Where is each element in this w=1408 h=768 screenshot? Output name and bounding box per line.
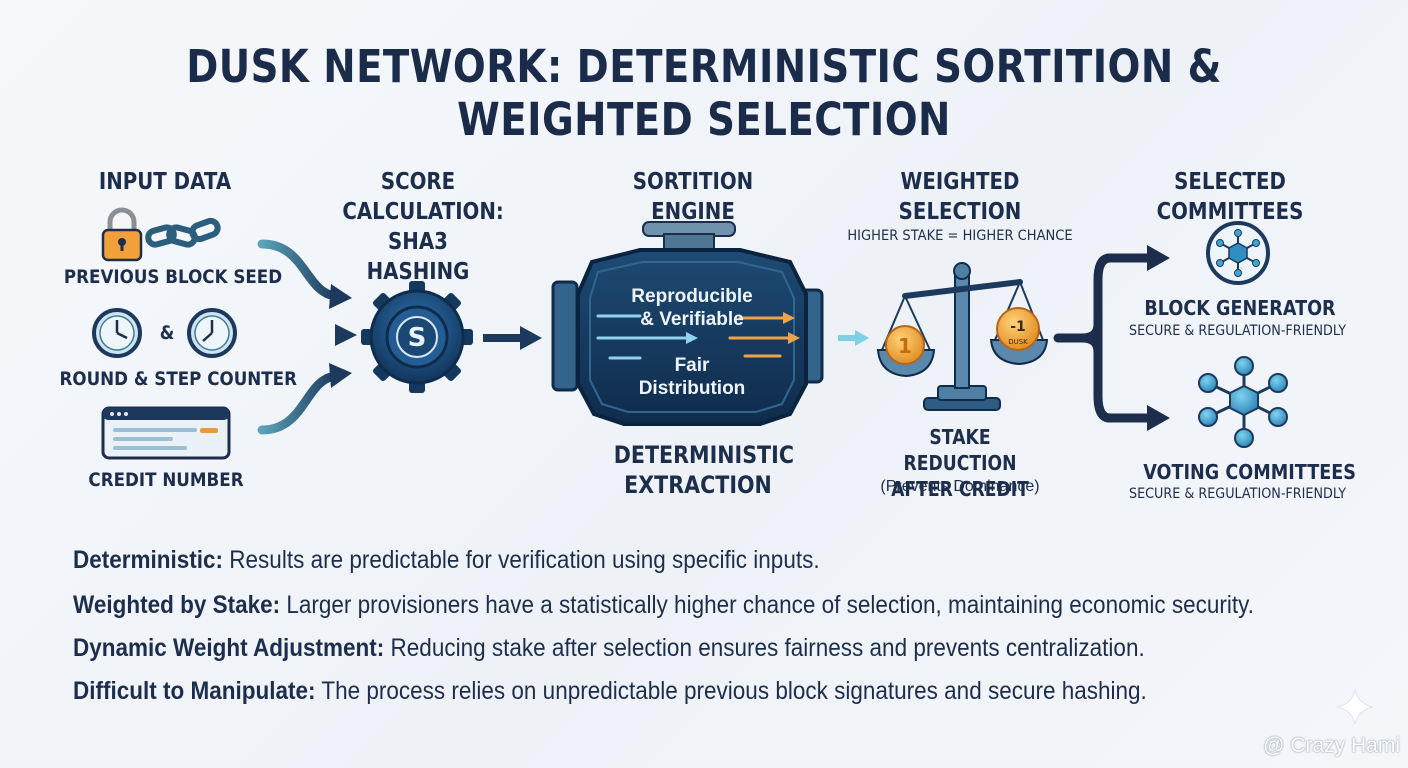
- terminal-window-icon: [101, 406, 231, 460]
- fork-arrow: [1053, 253, 1155, 423]
- bullet-term: Deterministic:: [73, 546, 224, 574]
- coin-left-value: 1: [898, 334, 912, 358]
- label-round-step-counter: ROUND & STEP COUNTER: [59, 368, 297, 390]
- chain-icon: [145, 217, 221, 248]
- molecule-network-icon: [1198, 356, 1288, 448]
- coin-right-unit: DUSK: [1008, 338, 1028, 346]
- network-node-icon: [1206, 221, 1270, 285]
- watermark: @ Crazy Hami: [1263, 734, 1400, 757]
- label-prevents-dominance: (Prevents Dominance): [880, 478, 1040, 495]
- clock-icon: [92, 308, 142, 358]
- label-previous-block-seed: PREVIOUS BLOCK SEED: [63, 266, 283, 288]
- header-weighted-selection: WEIGHTED SELECTION: [898, 169, 1022, 225]
- bullet-term: Difficult to Manipulate:: [73, 677, 316, 705]
- bullet-text: Larger provisioners have a statistically…: [280, 591, 1254, 619]
- header-selected-committees: SELECTED COMMITTEES: [1156, 169, 1304, 225]
- engine-label-distribution: Distribution: [638, 378, 746, 399]
- label-voting-committees: VOTING COMMITTEES: [1143, 460, 1356, 484]
- engine-text-top: Reproducible & Verifiable: [608, 285, 776, 331]
- label-ampersand: &: [159, 322, 175, 344]
- bullet-weighted-by-stake: Weighted by Stake: Larger provisioners h…: [73, 591, 1254, 620]
- label-higher-stake: HIGHER STAKE = HIGHER CHANCE: [847, 228, 1073, 244]
- gear-dollar-icon: S: [361, 281, 473, 393]
- header-score-calculation: SCORE CALCULATION: SHA3 HASHING: [342, 169, 504, 285]
- bullet-text: Reducing stake after selection ensures f…: [384, 634, 1145, 662]
- clock-icon: [187, 308, 237, 358]
- bullet-dynamic-weight: Dynamic Weight Adjustment: Reducing stak…: [73, 634, 1145, 663]
- engine-label-fair: Fair: [674, 355, 710, 376]
- header-sortition-engine: SORTITION ENGINE: [632, 169, 754, 225]
- label-voting-committees-sub: SECURE & REGULATION-FRIENDLY: [1128, 486, 1347, 502]
- sparkle-icon: [1336, 689, 1374, 725]
- coin-right-value: -1: [1010, 319, 1026, 335]
- bullet-text: Results are predictable for verification…: [223, 546, 820, 574]
- label-credit-number: CREDIT NUMBER: [88, 469, 244, 491]
- lock-icon: [101, 207, 143, 262]
- arrow-to-engine: [483, 326, 542, 350]
- label-stake-reduction: STAKE REDUCTION AFTER CREDIT: [891, 425, 1029, 501]
- bullet-deterministic: Deterministic: Results are predictable f…: [73, 546, 820, 575]
- bullet-term: Dynamic Weight Adjustment:: [73, 634, 385, 662]
- engine-label-reproducible: Reproducible: [631, 286, 753, 307]
- label-deterministic-extraction: DETERMINISTIC EXTRACTION: [613, 441, 794, 499]
- page-title: DUSK NETWORK: DETERMINISTIC SORTITION & …: [186, 40, 1222, 146]
- bullet-term: Weighted by Stake:: [73, 591, 281, 619]
- svg-text:S: S: [408, 323, 427, 353]
- header-input-data: INPUT DATA: [98, 169, 232, 195]
- balance-scale-icon: [876, 262, 1049, 411]
- engine-text-bottom: Fair Distribution: [608, 354, 776, 400]
- label-block-generator: BLOCK GENERATOR: [1144, 296, 1336, 320]
- engine-label-verifiable: & Verifiable: [640, 309, 744, 330]
- arrow-to-scale: [838, 330, 869, 346]
- engine-icon: [551, 221, 824, 426]
- coin-icon: -1 DUSK: [996, 307, 1040, 351]
- label-block-generator-sub: SECURE & REGULATION-FRIENDLY: [1128, 323, 1347, 339]
- coin-icon: 1: [885, 325, 925, 365]
- bullet-difficult-to-manipulate: Difficult to Manipulate: The process rel…: [73, 677, 1147, 706]
- input-arrows: [257, 239, 342, 435]
- bullet-text: The process relies on unpredictable prev…: [315, 677, 1147, 705]
